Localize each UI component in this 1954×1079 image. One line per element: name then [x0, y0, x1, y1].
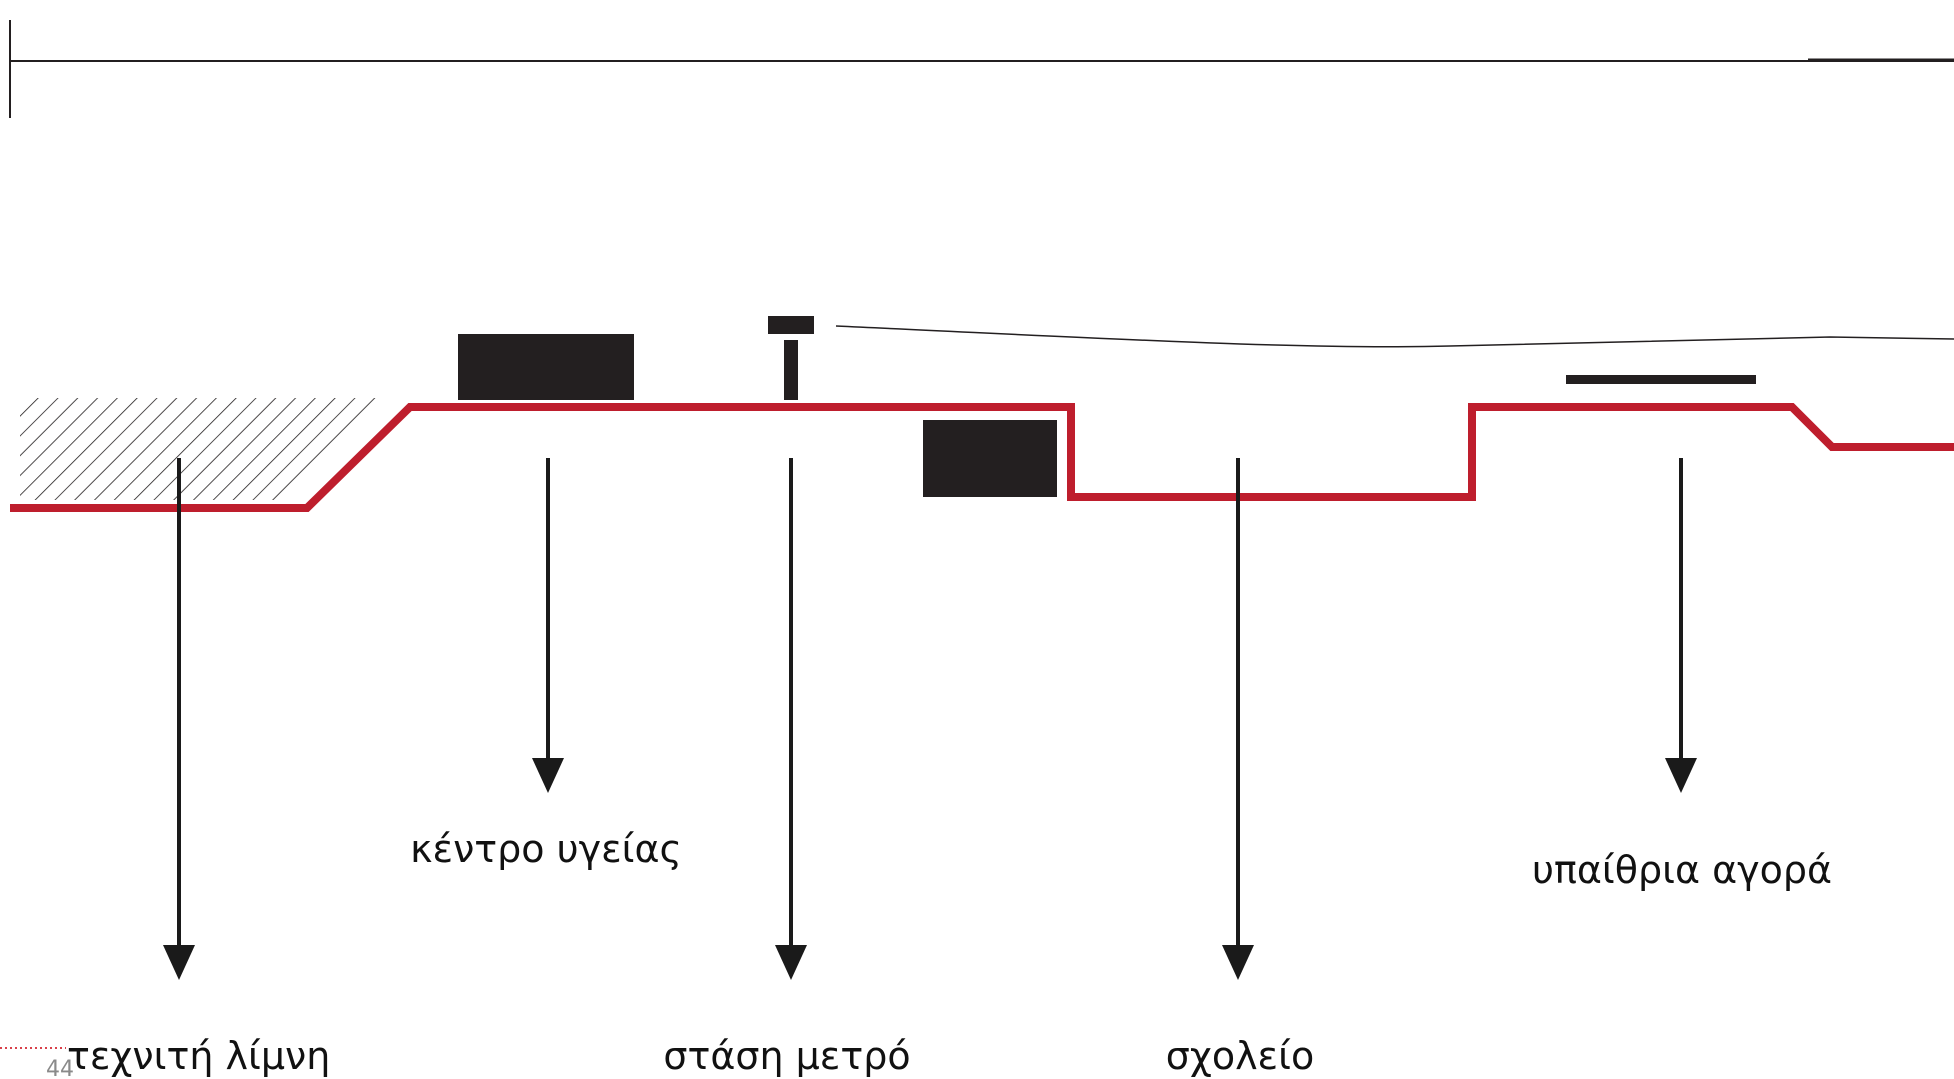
label-health-center: κέντρο υγείας [410, 827, 682, 871]
metro-sign-top [768, 316, 814, 334]
metro-sign-pole [784, 340, 798, 400]
page-number: 44 [46, 1057, 74, 1079]
arrow-health-center [532, 458, 564, 793]
sunken-block [923, 420, 1057, 497]
label-open-market: υπαίθρια αγορά [1532, 848, 1832, 892]
health-center-block [458, 334, 634, 400]
label-metro-stop: στάση μετρό [663, 1034, 910, 1078]
arrow-open-market [1665, 458, 1697, 793]
market-canopy [1566, 375, 1756, 384]
arrow-school [1222, 458, 1254, 980]
top-frame [9, 20, 1954, 118]
arrow-metro-stop [775, 458, 807, 980]
arrow-lake [163, 458, 195, 980]
overhead-line [835, 325, 1954, 348]
label-school: σχολείο [1166, 1034, 1314, 1078]
label-lake: τεχνιτή λίμνη [67, 1034, 330, 1078]
ground-line [10, 403, 1954, 512]
